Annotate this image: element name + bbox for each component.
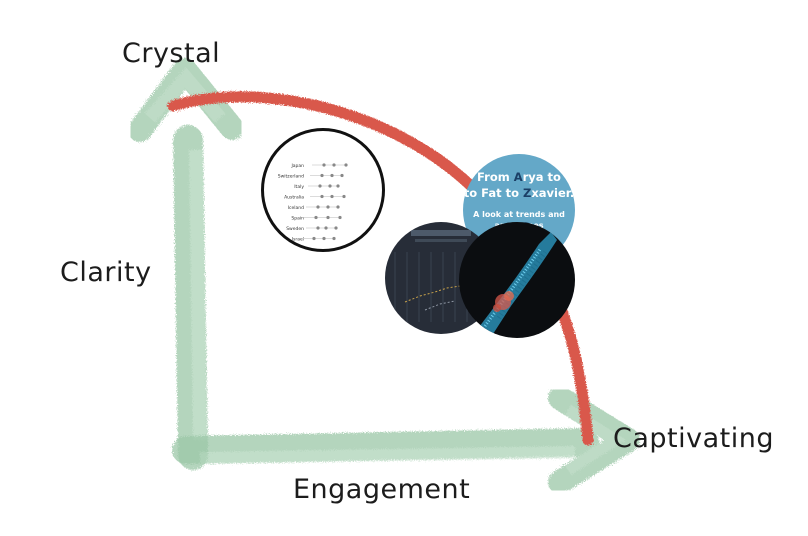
map-visual (477, 232, 557, 334)
dotplot-point (334, 226, 338, 230)
dotplot-point (320, 194, 324, 199)
dotplot-point (330, 194, 334, 199)
dotplot-point (336, 184, 340, 188)
axis-label-left: Clarity (60, 257, 152, 288)
dotplot-point (314, 215, 318, 220)
dotplot-country-label: Sweden (286, 226, 304, 232)
dotplot-point (332, 163, 336, 167)
dotplot-point (316, 205, 320, 209)
dotplot-country-label: Australia (284, 195, 304, 201)
dotplot-point (340, 173, 344, 178)
dotplot-point (316, 226, 320, 230)
dotplot-country-label: Japan (290, 163, 304, 169)
dotplot-chart: JapanSwitzerlandItalyAustraliaIcelandSpa… (278, 163, 348, 243)
dotplot-point (320, 173, 324, 178)
horizontal-axis-brush (172, 386, 640, 494)
dotplot-point (328, 184, 332, 188)
dotplot-point (312, 236, 316, 241)
dotplot-point (324, 226, 328, 230)
dotplot-country-label: Iceland (288, 205, 304, 211)
dotplot-point (344, 163, 348, 167)
dotplot-point (318, 184, 322, 188)
names-title-line-2: to Fat to Zxavier. (463, 186, 575, 200)
dotplot-point (322, 163, 326, 167)
axis-label-bottom: Engagement (293, 474, 471, 505)
dotplot-point (330, 173, 334, 178)
map-thumbnail[interactable] (459, 222, 575, 338)
dotplot-point (326, 215, 330, 220)
dotplot-country-label: Switzerland (278, 174, 304, 180)
axis-label-top: Crystal (122, 38, 221, 69)
dotplot-point (322, 236, 326, 241)
vertical-axis-brush (128, 58, 244, 470)
dotplot-point (332, 236, 336, 241)
dotplot-country-label: Israel (292, 237, 304, 243)
dotplot-country-label: Spain (291, 216, 304, 222)
dotplot-point (338, 215, 342, 220)
axis-label-right: Captivating (613, 423, 774, 454)
dotplot-point (342, 194, 346, 199)
names-subtitle-line-1: A look at trends and (473, 210, 565, 219)
dotplot-point (326, 205, 330, 209)
names-title-line-1: From Arya to (477, 170, 561, 184)
dotplot-point (336, 205, 340, 209)
dotplot-country-label: Italy (294, 184, 304, 190)
